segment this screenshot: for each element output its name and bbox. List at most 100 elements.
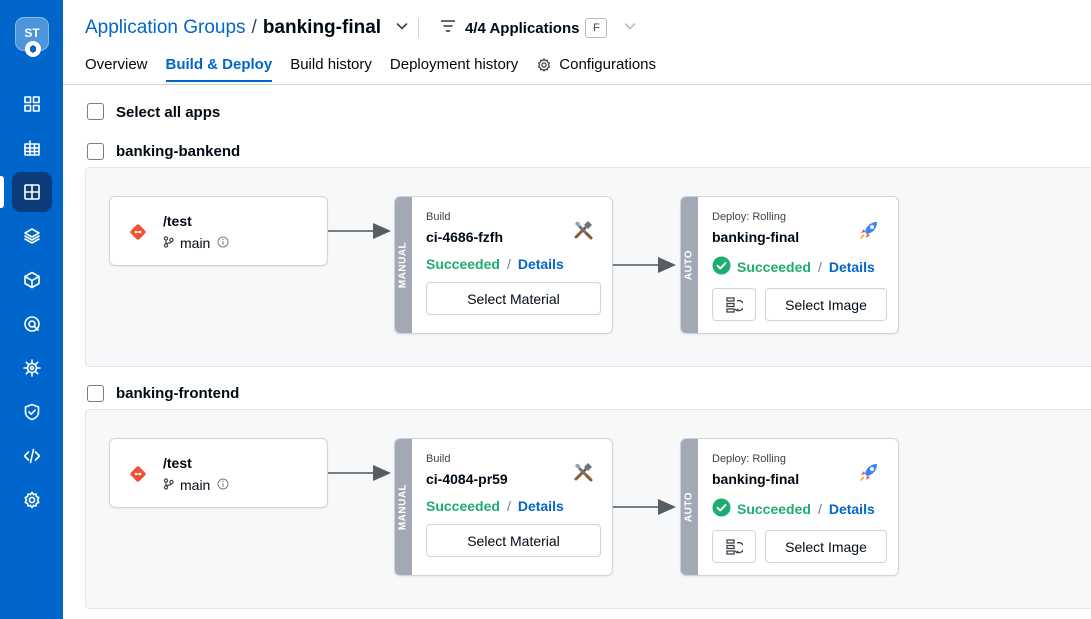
trigger-type: AUTO xyxy=(683,491,695,523)
nav-active-indicator xyxy=(0,176,4,208)
stage-type: Build xyxy=(426,211,451,223)
nav-application-groups[interactable] xyxy=(12,172,52,212)
git-icon xyxy=(129,465,147,488)
tab-build-history[interactable]: Build history xyxy=(290,56,372,81)
details-link[interactable]: Details xyxy=(517,256,564,272)
details-link[interactable]: Details xyxy=(828,501,875,517)
tab-label: Build & Deploy xyxy=(165,56,273,73)
trigger-strip: AUTO xyxy=(681,197,698,333)
git-path: /test xyxy=(163,213,192,229)
rollback-button[interactable] xyxy=(712,530,756,563)
stage-type: Build xyxy=(426,453,451,465)
app-checkbox[interactable] xyxy=(87,143,104,160)
tab-label: Deployment history xyxy=(389,56,519,73)
branch-name: main xyxy=(180,235,211,251)
status-text: Succeeded xyxy=(737,259,811,275)
nav-security-policies[interactable] xyxy=(12,392,52,432)
app-groups-icon xyxy=(24,184,40,200)
table-grid-icon xyxy=(24,140,40,156)
nav-bulk-edit[interactable] xyxy=(12,348,52,388)
git-branch: main xyxy=(163,235,229,251)
breadcrumb-current-group: banking-final xyxy=(262,17,382,38)
tab-build-deploy[interactable]: Build & Deploy xyxy=(165,56,273,82)
tab-deployment-history[interactable]: Deployment history xyxy=(390,56,518,81)
build-node[interactable]: MANUAL Build ci-4084-pr59 Succeeded / De… xyxy=(394,438,613,576)
build-status: Succeeded / Details xyxy=(426,256,564,272)
build-node[interactable]: MANUAL Build ci-4686-fzfh Succeeded / De… xyxy=(394,196,613,334)
deploy-status: Succeeded / Details xyxy=(712,498,875,520)
tab-label: Build history xyxy=(290,56,372,73)
deploy-node[interactable]: AUTO Deploy: Rolling banking-final Succe… xyxy=(680,438,899,576)
cube-icon xyxy=(24,271,40,289)
branch-icon xyxy=(163,477,174,493)
select-all-checkbox[interactable] xyxy=(87,103,104,120)
status-separator: / xyxy=(817,501,822,517)
git-source-node[interactable]: /test main xyxy=(109,438,328,508)
select-image-button[interactable]: Select Image xyxy=(765,530,887,563)
tab-configurations[interactable]: Configurations xyxy=(536,56,656,81)
build-status: Succeeded / Details xyxy=(426,498,564,514)
info-icon[interactable] xyxy=(217,235,229,251)
group-switcher-chevron-down-icon[interactable] xyxy=(395,17,409,39)
select-material-button[interactable]: Select Material xyxy=(426,524,601,557)
rollback-button[interactable] xyxy=(712,288,756,321)
filter-icon xyxy=(440,19,456,37)
status-text: Succeeded xyxy=(737,501,811,517)
page-header: Application Groups / banking-final 4/4 A… xyxy=(63,0,1091,85)
nav-charts[interactable] xyxy=(12,216,52,256)
tab-label: Configurations xyxy=(559,56,657,73)
security-scan-icon xyxy=(24,316,40,332)
nav-security[interactable] xyxy=(12,304,52,344)
trigger-strip: AUTO xyxy=(681,439,698,575)
nav-code[interactable] xyxy=(12,436,52,476)
nav-overview[interactable] xyxy=(12,84,52,124)
grid-icon xyxy=(24,96,40,112)
filter-chevron-down-icon[interactable] xyxy=(623,19,637,37)
environment-name: banking-final xyxy=(712,229,800,245)
edge-build-to-deploy xyxy=(613,506,673,508)
nav-resource-browser[interactable] xyxy=(12,260,52,300)
edge-arrowhead xyxy=(373,223,391,239)
select-material-button[interactable]: Select Material xyxy=(426,282,601,315)
org-logo[interactable]: ST xyxy=(15,17,49,57)
edge-arrowhead xyxy=(658,499,676,515)
trigger-type: AUTO xyxy=(683,249,695,281)
edge-arrowhead xyxy=(373,465,391,481)
deploy-node[interactable]: AUTO Deploy: Rolling banking-final Succe… xyxy=(680,196,899,334)
logo-text: ST xyxy=(24,26,40,40)
build-pipeline-name: ci-4084-pr59 xyxy=(426,471,508,487)
success-check-icon xyxy=(712,256,731,278)
header-divider xyxy=(418,18,419,38)
build-tools-icon xyxy=(572,461,594,488)
trigger-strip: MANUAL xyxy=(395,197,412,333)
details-link[interactable]: Details xyxy=(828,259,875,275)
app-name: banking-bankend xyxy=(116,143,241,160)
info-icon[interactable] xyxy=(217,477,229,493)
build-tools-icon xyxy=(572,219,594,246)
breadcrumb-application-groups[interactable]: Application Groups xyxy=(85,17,246,38)
tab-overview[interactable]: Overview xyxy=(85,56,148,81)
app-name: banking-frontend xyxy=(116,385,240,402)
page-tabs: Overview Build & Deploy Build history De… xyxy=(85,56,674,82)
environment-name: banking-final xyxy=(712,471,800,487)
breadcrumb: Application Groups / banking-final xyxy=(85,17,409,39)
app-checkbox[interactable] xyxy=(87,385,104,402)
details-link[interactable]: Details xyxy=(517,498,564,514)
git-path: /test xyxy=(163,455,192,471)
applications-filter[interactable]: 4/4 Applications F xyxy=(440,18,637,38)
build-deploy-content: Select all apps banking-bankend /test ma… xyxy=(63,85,1091,619)
nav-applications[interactable] xyxy=(12,128,52,168)
rollback-icon xyxy=(726,538,743,555)
build-pipeline-name: ci-4686-fzfh xyxy=(426,229,504,245)
select-image-button[interactable]: Select Image xyxy=(765,288,887,321)
workflow-canvas: /test main MANUAL Build ci-4686-fzfh xyxy=(85,167,1091,367)
git-source-node[interactable]: /test main xyxy=(109,196,328,266)
edge-git-to-build xyxy=(328,472,388,474)
gear-icon xyxy=(538,57,551,72)
status-separator: / xyxy=(817,259,822,275)
edge-build-to-deploy xyxy=(613,264,673,266)
git-icon xyxy=(129,223,147,246)
workflow-canvas: /test main MANUAL Build ci-4084-pr59 xyxy=(85,409,1091,609)
branch-name: main xyxy=(180,477,211,493)
nav-global-configurations[interactable] xyxy=(12,480,52,520)
